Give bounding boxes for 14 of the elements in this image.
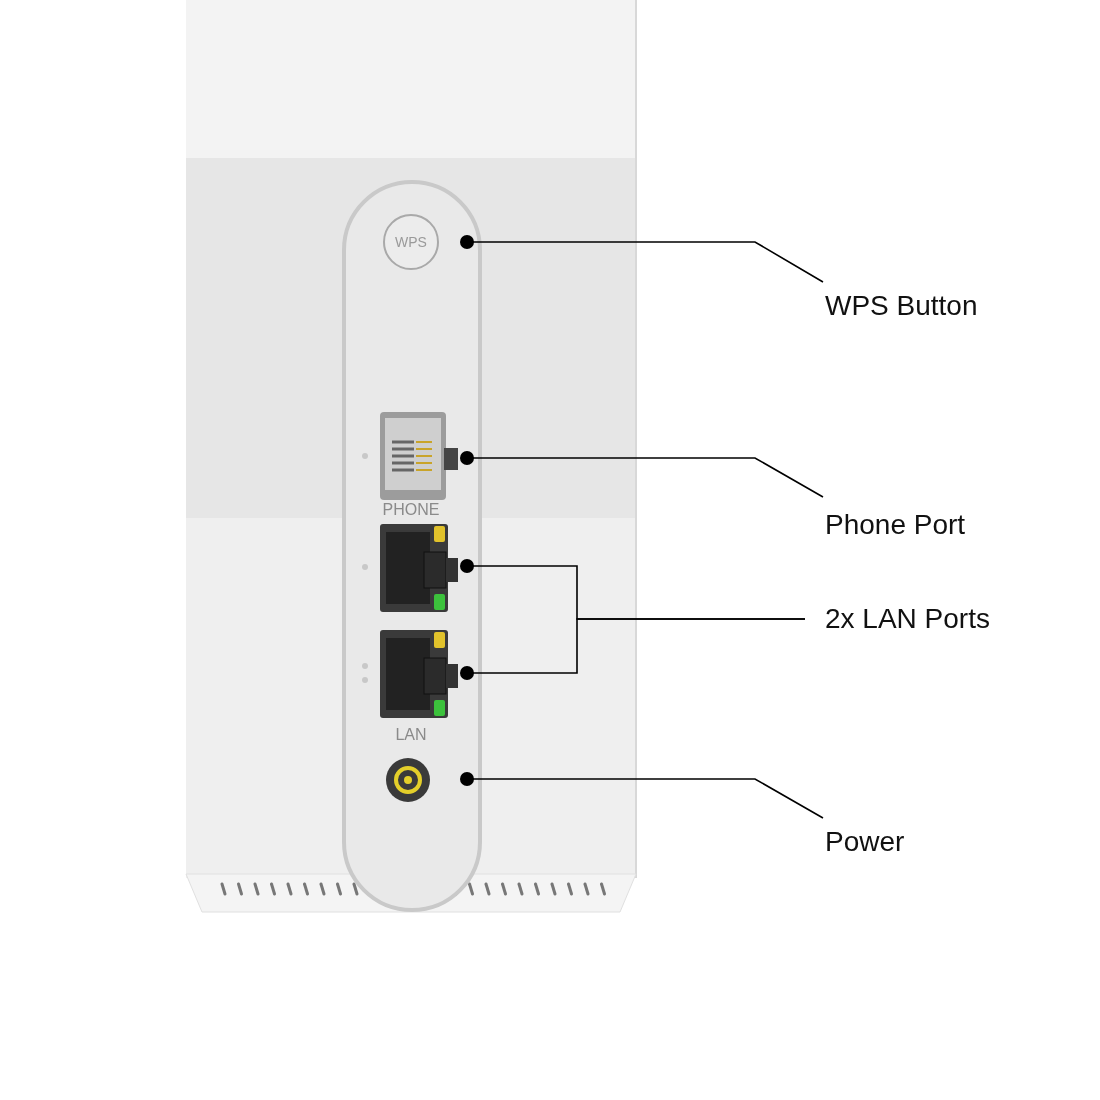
leader-line xyxy=(460,235,824,283)
leader-line xyxy=(460,772,824,819)
ethernet-port-icon xyxy=(380,630,460,720)
phone-jack-icon xyxy=(380,412,460,500)
port-label: LAN xyxy=(395,726,427,744)
leader-line xyxy=(460,451,824,498)
callout-label: 2x LAN Ports xyxy=(825,603,990,635)
leader-line xyxy=(460,618,806,680)
callout-label: WPS Button xyxy=(825,290,978,322)
power-jack-icon xyxy=(385,757,431,803)
callout-label: Phone Port xyxy=(825,509,966,541)
ethernet-port-icon xyxy=(380,524,460,614)
port-label: PHONE xyxy=(382,501,440,519)
callout-label: Power xyxy=(825,826,905,858)
